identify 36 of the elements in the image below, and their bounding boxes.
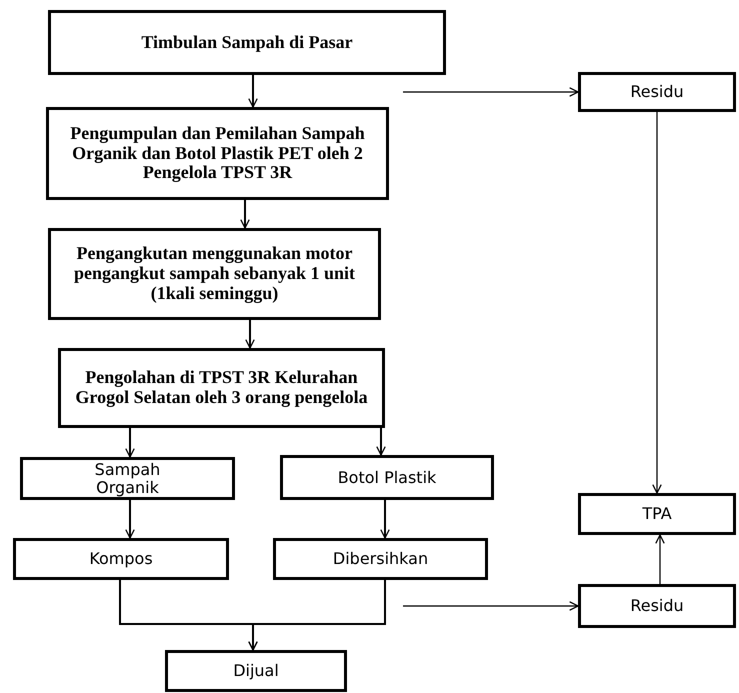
process-box bbox=[48, 228, 381, 320]
box-label: Timbulan Sampah di Pasar bbox=[141, 32, 353, 52]
box-label: Sampah Organik bbox=[94, 460, 162, 496]
process-box bbox=[578, 72, 736, 112]
arrow bbox=[380, 500, 390, 539]
process-box bbox=[578, 584, 736, 628]
box-label: Pengangkutan menggunakan motor pengangkut sampah sebanyak 1 unit (1kali seminggu) bbox=[72, 244, 356, 304]
process-box bbox=[13, 538, 229, 580]
box-label: Residu bbox=[630, 83, 684, 101]
process-box bbox=[165, 650, 347, 692]
process-box bbox=[578, 493, 736, 535]
arrow bbox=[403, 601, 579, 611]
arrow bbox=[240, 200, 250, 229]
box-label: Dijual bbox=[233, 662, 279, 680]
arrow bbox=[403, 87, 579, 97]
box-label: Pengumpulan dan Pemilahan Sampah Organik dan Botol Plastik PET oleh 2 Pengelola TPST 3R bbox=[69, 124, 366, 184]
arrow bbox=[376, 428, 386, 456]
process-box bbox=[58, 348, 385, 428]
box-label: Dibersihkan bbox=[332, 550, 428, 568]
arrow bbox=[652, 112, 662, 494]
arrow bbox=[125, 500, 135, 539]
box-label: Residu bbox=[630, 597, 684, 615]
box-label: TPA bbox=[642, 505, 672, 523]
box-label: Botol Plastik bbox=[338, 468, 436, 486]
process-box bbox=[46, 107, 389, 200]
box-label: Kompos bbox=[89, 550, 153, 568]
arrow bbox=[248, 75, 258, 108]
process-box bbox=[20, 457, 235, 500]
arrow bbox=[125, 428, 135, 458]
arrow bbox=[248, 580, 386, 651]
process-box bbox=[273, 538, 488, 580]
arrow bbox=[655, 534, 665, 584]
box-label: Pengolahan di TPST 3R Kelurahan Grogol Selatan oleh 3 orang pengelola bbox=[74, 368, 369, 408]
process-box bbox=[280, 455, 494, 500]
process-box bbox=[48, 10, 446, 75]
arrow bbox=[245, 320, 255, 349]
